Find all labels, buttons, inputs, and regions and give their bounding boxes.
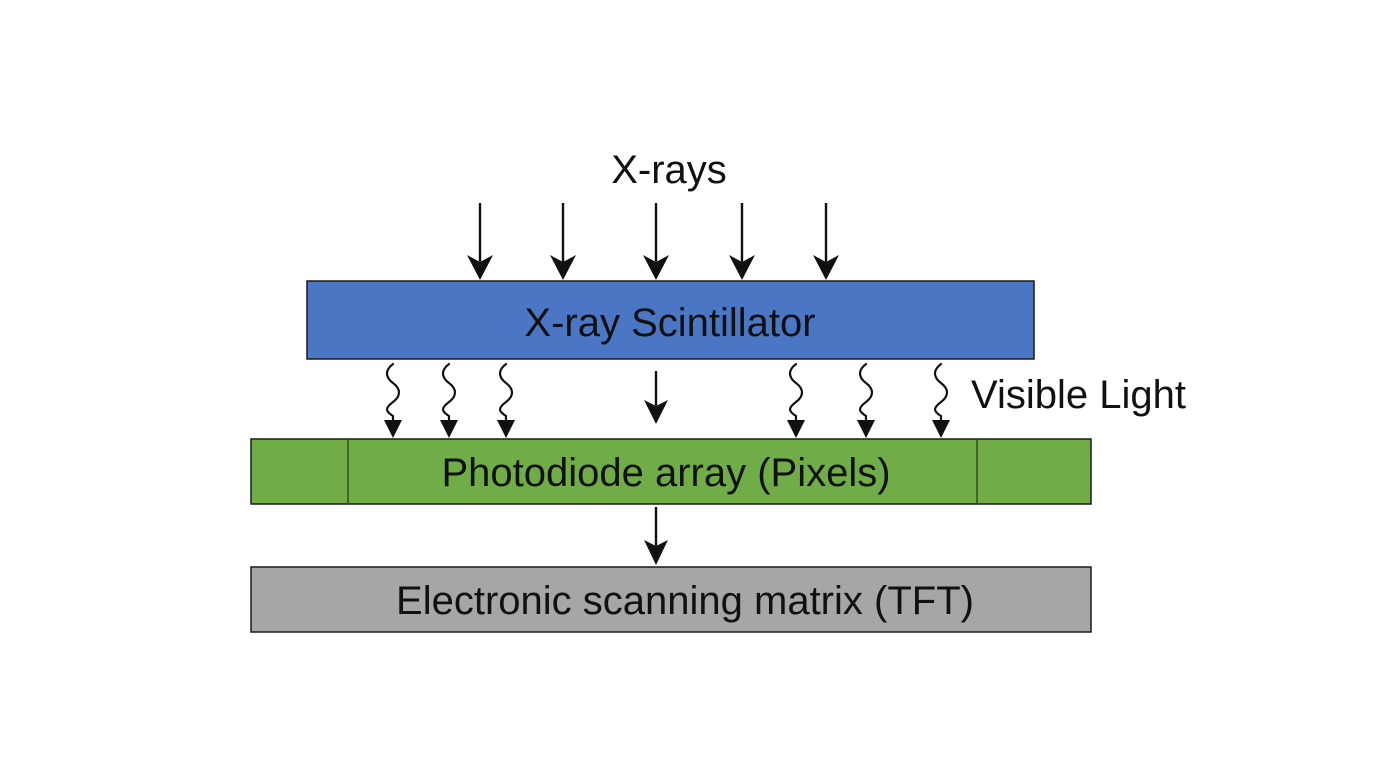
tft-label: Electronic scanning matrix (TFT) bbox=[396, 579, 974, 623]
wavy-arrow-icon bbox=[787, 362, 805, 438]
wavy-arrow-icon bbox=[440, 362, 458, 438]
xrays-label: X-rays bbox=[611, 148, 727, 192]
wavy-arrow-icon bbox=[384, 362, 402, 438]
wavy-arrow-icon bbox=[932, 362, 950, 438]
scintillator-label: X-ray Scintillator bbox=[524, 301, 815, 345]
wavy-arrow-icon bbox=[497, 362, 515, 438]
wavy-arrow-icon bbox=[857, 362, 875, 438]
xray-arrow-icon bbox=[550, 203, 576, 280]
xray-arrow-icon bbox=[729, 203, 755, 280]
photodiode-layer: Photodiode array (Pixels) bbox=[250, 438, 1092, 505]
xray-arrow-icon bbox=[813, 203, 839, 280]
scintillator-layer: X-ray Scintillator bbox=[306, 280, 1035, 360]
arrow-down-icon bbox=[644, 507, 668, 565]
straight-arrow-icon bbox=[644, 371, 668, 424]
visible-light-arrows bbox=[384, 362, 950, 438]
photodiode-label: Photodiode array (Pixels) bbox=[441, 451, 890, 495]
tft-layer: Electronic scanning matrix (TFT) bbox=[250, 566, 1092, 633]
xray-arrow-icon bbox=[643, 203, 669, 280]
xray-arrow-icon bbox=[467, 203, 493, 280]
visible-light-label: Visible Light bbox=[971, 373, 1186, 417]
xray-arrows bbox=[467, 203, 839, 280]
